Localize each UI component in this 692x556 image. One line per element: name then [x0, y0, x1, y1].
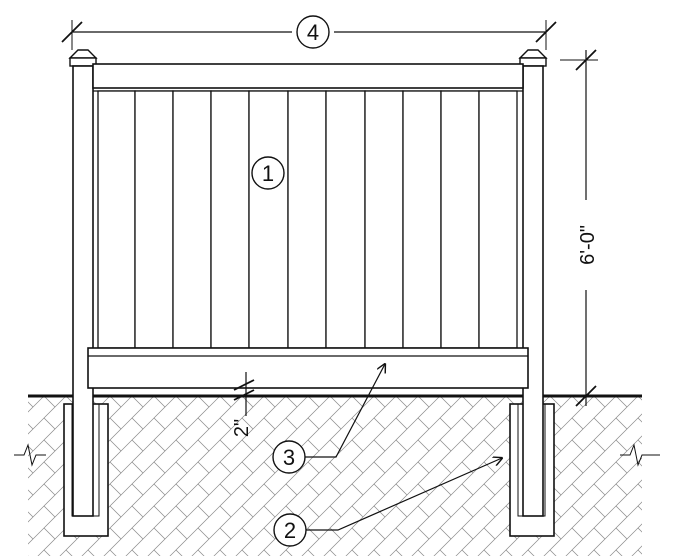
left-post [68, 49, 98, 517]
svg-text:3: 3 [283, 445, 295, 470]
bottom-rail [87, 347, 529, 389]
callout-3: 3 [272, 364, 385, 474]
picket-board [210, 90, 250, 349]
soil-section [14, 394, 660, 556]
ground-gap-dimension: 2" [231, 372, 255, 437]
picket-board [402, 90, 442, 349]
ground-gap-label: 2" [231, 419, 253, 437]
picket-board [172, 90, 212, 349]
top-rail [92, 63, 524, 92]
callout-2: 2 [273, 458, 502, 547]
picket-board [364, 90, 404, 349]
callout-4: 4 [296, 15, 330, 49]
picket-board [440, 90, 480, 349]
picket-board [478, 90, 518, 349]
picket-board [97, 90, 136, 349]
svg-text:4: 4 [307, 20, 319, 45]
height-dimension: 6'-0" [560, 49, 599, 407]
picket-board [248, 90, 289, 349]
callout-1: 1 [251, 156, 285, 190]
picket-board [287, 90, 327, 349]
width-dimension [61, 20, 557, 50]
picket-board [325, 90, 366, 349]
picket-board [134, 90, 174, 349]
right-post [518, 49, 548, 517]
pickets [97, 90, 518, 349]
height-dimension-label: 6'-0" [577, 225, 599, 265]
svg-text:1: 1 [262, 161, 274, 186]
svg-text:2: 2 [284, 518, 296, 543]
